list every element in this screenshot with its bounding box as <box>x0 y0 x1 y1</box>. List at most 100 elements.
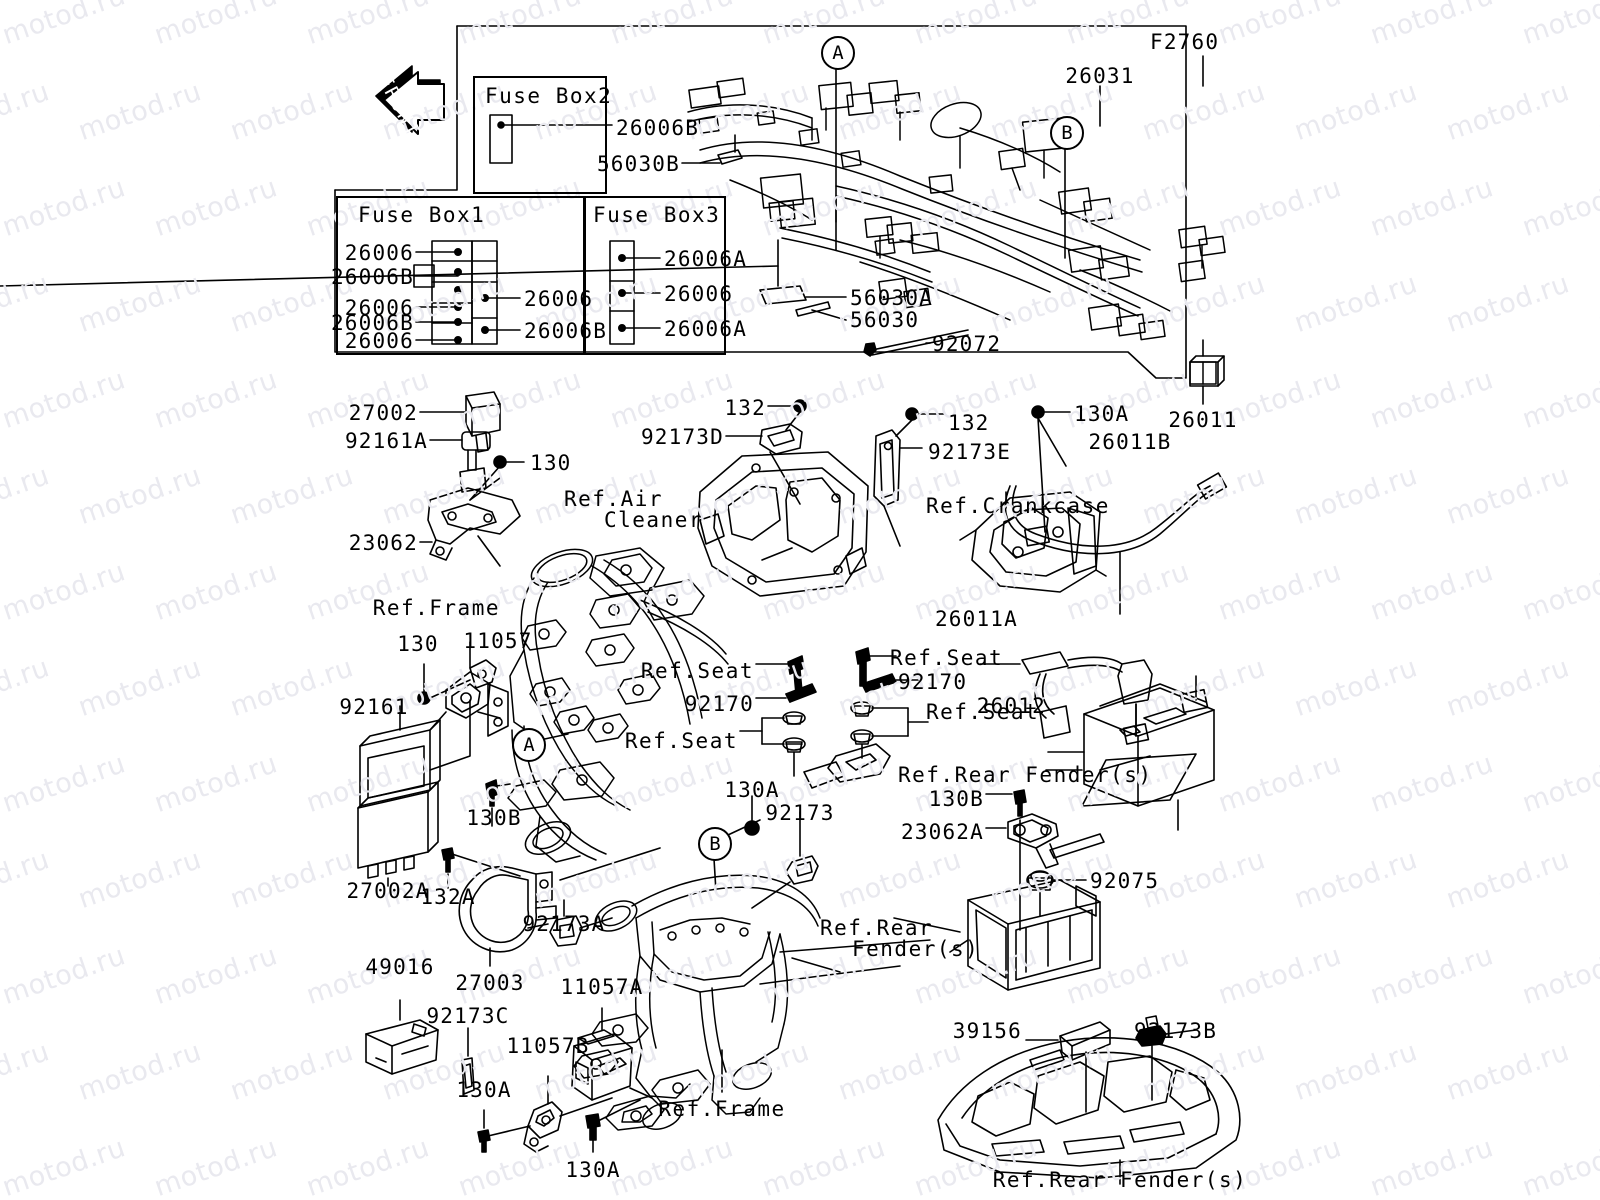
label-130B: 130B <box>466 806 522 830</box>
label-ref-air-cleaner-2: Cleaner <box>604 508 704 532</box>
label-92173: 92173 <box>765 801 835 825</box>
label-fb1-l1: 26006 <box>344 241 414 265</box>
label-fb1-l5: 26006 <box>344 329 414 353</box>
cable-26011B <box>1004 405 1228 615</box>
rear-fender-assembly <box>937 1015 1241 1185</box>
label-92161: 92161 <box>339 695 409 719</box>
label-ref-seat-3: Ref.Seat <box>890 646 1004 670</box>
label-23062A: 23062A <box>900 820 984 844</box>
label-26011A: 26011A <box>934 607 1018 631</box>
clamp-92173D <box>725 399 807 505</box>
clamp-92173E <box>873 407 945 547</box>
label-132-right: 132 <box>948 411 990 435</box>
sheet-code-label: F2760 <box>1150 30 1220 54</box>
wiring-harness-26031 <box>687 77 1226 385</box>
label-26031: 26031 <box>1065 64 1135 88</box>
label-11057A: 11057A <box>560 975 644 999</box>
label-ref-frame-upper: Ref.Frame <box>372 596 500 620</box>
label-56030B: 56030B <box>596 152 680 176</box>
label-27003: 27003 <box>455 971 525 995</box>
label-92075: 92075 <box>1090 869 1160 893</box>
fusebox1-title: Fuse Box1 <box>358 203 486 227</box>
label-92173E: 92173E <box>928 440 1012 464</box>
fusebox3-panel <box>584 196 726 355</box>
label-92170-1: 92170 <box>684 692 754 716</box>
label-ref-air-cleaner-1: Ref.Air <box>564 487 664 511</box>
callout-a-mid: A <box>512 728 546 762</box>
label-ref-seat-1: Ref.Seat <box>640 659 754 683</box>
label-92173C: 92173C <box>426 1004 510 1028</box>
label-fb3-2: 26006 <box>664 282 734 306</box>
label-130A-low: 130A <box>456 1078 512 1102</box>
label-27002A: 27002A <box>346 879 430 903</box>
label-fb3-3: 26006A <box>664 317 748 341</box>
label-fb1-r2: 26006B <box>524 319 608 343</box>
label-130A-bottom: 130A <box>565 1158 621 1182</box>
label-fb1-l2: 26006B <box>330 265 414 289</box>
label-fb1-l3: 26006 <box>344 296 414 320</box>
seat-fasteners-right <box>803 647 929 789</box>
label-92170-2: 92170 <box>898 670 968 694</box>
bolt-130A-left <box>477 1109 531 1153</box>
label-130A-top: 130A <box>1074 402 1130 426</box>
bracket-11057A <box>571 1007 653 1101</box>
bracket-23062 <box>419 477 521 567</box>
label-130-mid: 130 <box>397 632 439 656</box>
label-ref-seat-4: Ref.Seat <box>926 700 1040 724</box>
label-130-upper: 130 <box>530 451 572 475</box>
fusebox3-graphic <box>609 240 661 345</box>
label-92173A: 92173A <box>522 912 606 936</box>
label-ref-rear-fender-mid-2: Fender(s) <box>852 937 980 961</box>
horn-27003 <box>441 847 661 967</box>
label-ref-frame-lower: Ref.Frame <box>658 1097 786 1121</box>
fusebox2-title: Fuse Box2 <box>485 84 613 108</box>
seat-fasteners-left <box>739 655 817 777</box>
bracket-11057 <box>429 641 509 771</box>
label-132A: 132A <box>420 885 476 909</box>
bolt-130A-bottom <box>585 1099 641 1153</box>
clamp-92173A <box>549 899 613 947</box>
bolt-130B <box>485 779 511 827</box>
label-11057B: 11057B <box>506 1034 590 1058</box>
frame-lower <box>573 874 931 1131</box>
callout-b-mid: B <box>698 827 732 861</box>
label-132-left: 132 <box>724 396 766 420</box>
label-ref-crankcase: Ref.Crankcase <box>926 494 1110 518</box>
ecu-27002A <box>357 781 439 887</box>
label-56030A: 56030A <box>850 286 934 310</box>
label-39156: 39156 <box>952 1019 1022 1043</box>
label-92173B: 92173B <box>1134 1019 1218 1043</box>
clamp-92173C <box>461 1027 475 1095</box>
label-92072: 92072 <box>932 332 1002 356</box>
fusebox3-title: Fuse Box3 <box>593 203 721 227</box>
label-92161A: 92161A <box>344 429 428 453</box>
callout-a-top: A <box>821 36 855 70</box>
label-ref-rear-fender-top: Ref.Rear Fender(s) <box>898 763 1153 787</box>
cover-49016 <box>365 999 439 1075</box>
fusebox2-panel <box>473 76 607 194</box>
callout-b-top: B <box>1050 116 1084 150</box>
label-ref-rear-fender-bottom: Ref.Rear Fender(s) <box>992 1168 1248 1192</box>
label-fusebox2-26006B: 26006B <box>616 116 700 140</box>
label-56030: 56030 <box>850 308 920 332</box>
label-ref-seat-2: Ref.Seat <box>624 729 738 753</box>
relay-27002 <box>419 391 501 453</box>
label-11057: 11057 <box>463 629 533 653</box>
label-130A-mid: 130A <box>724 778 780 802</box>
label-ref-rear-fender-mid-1: Ref.Rear <box>820 916 934 940</box>
label-fb3-1: 26006A <box>664 247 748 271</box>
battery-26012 <box>1047 675 1215 807</box>
label-fb1-r1: 26006 <box>524 287 594 311</box>
air-cleaner-body <box>697 451 869 597</box>
label-26011B: 26011B <box>1088 430 1172 454</box>
label-130B-right: 130B <box>928 787 984 811</box>
label-92173D: 92173D <box>640 425 724 449</box>
label-49016: 49016 <box>365 955 435 979</box>
clamp-92173 <box>744 795 819 909</box>
label-23062: 23062 <box>348 531 418 555</box>
fusebox1-graphic <box>413 240 521 345</box>
label-26011: 26011 <box>1168 408 1238 432</box>
label-27002: 27002 <box>348 401 418 425</box>
